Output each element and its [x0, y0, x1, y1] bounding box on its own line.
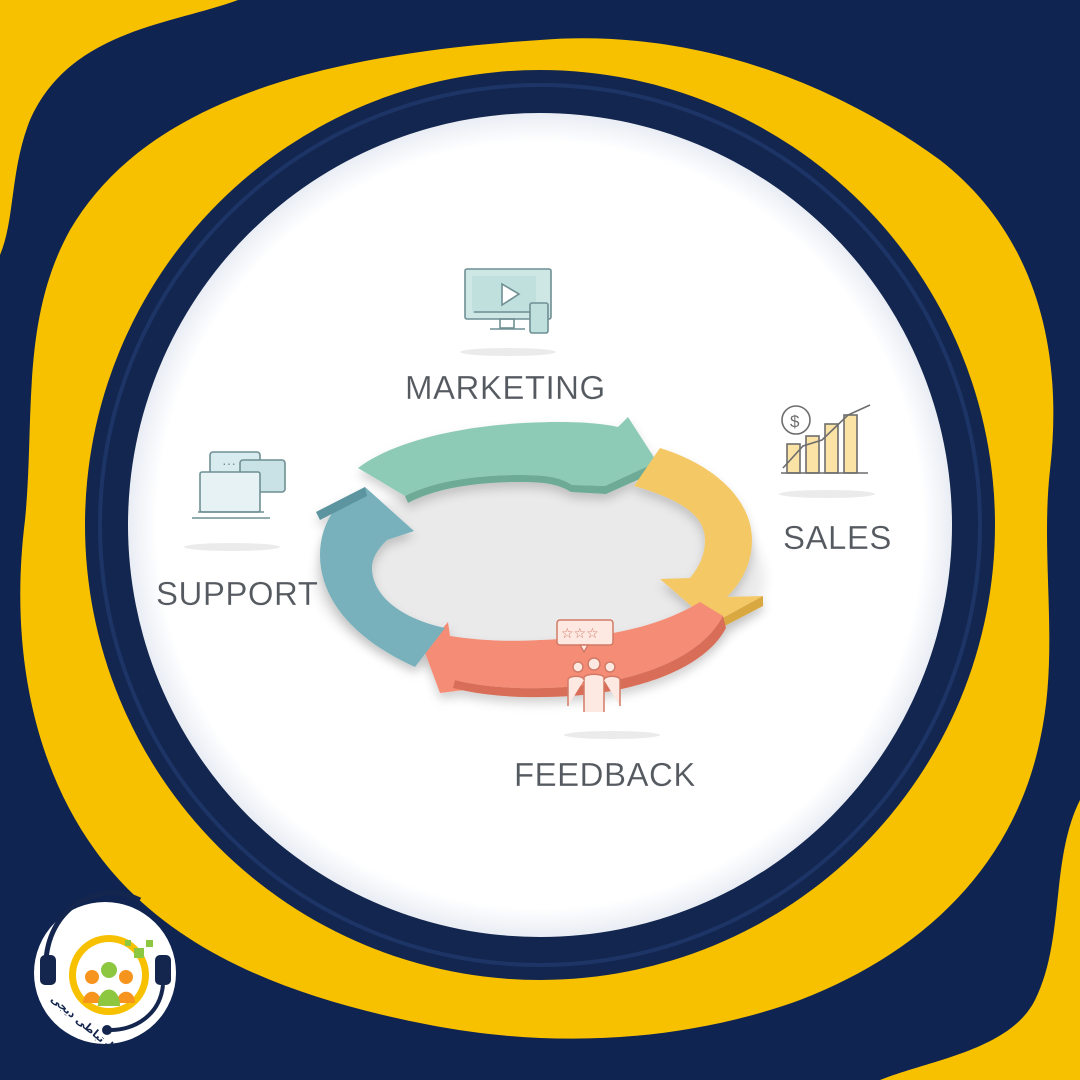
video-monitor-icon — [464, 268, 552, 334]
feedback-label: FEEDBACK — [514, 756, 696, 793]
svg-text:☆☆☆: ☆☆☆ — [561, 626, 599, 642]
support-arrow — [316, 487, 445, 667]
svg-text:$: $ — [790, 412, 800, 431]
customer-rating-icon: ☆☆☆ — [556, 619, 621, 712]
chat-laptop-icon: ··· — [192, 451, 286, 519]
support-icon-shadow — [184, 543, 280, 551]
sales-growth-chart-icon: $ — [781, 404, 871, 474]
yellow-corner-blob-bottom-right — [880, 800, 1080, 1080]
sales-arrow — [634, 448, 763, 624]
marketing-icon-shadow — [460, 348, 556, 356]
company-logo: ارتباطی دیجی — [34, 890, 176, 1052]
feedback-arrow — [424, 602, 723, 693]
marketing-label: MARKETING — [405, 369, 606, 406]
cycle-arrows — [316, 417, 763, 698]
yellow-corner-blob-top-left — [0, 0, 238, 255]
feedback-arrow-edge — [453, 616, 726, 698]
support-label: SUPPORT — [156, 575, 319, 612]
svg-text:···: ··· — [222, 455, 236, 471]
sales-icon-shadow — [779, 490, 875, 498]
navy-ring-highlight — [98, 83, 982, 967]
support-arrow-edge — [316, 487, 367, 520]
sales-label: SALES — [783, 519, 892, 556]
feedback-icon-shadow — [564, 731, 660, 739]
marketing-arrow — [358, 417, 657, 496]
marketing-arrow-edge — [405, 462, 660, 503]
